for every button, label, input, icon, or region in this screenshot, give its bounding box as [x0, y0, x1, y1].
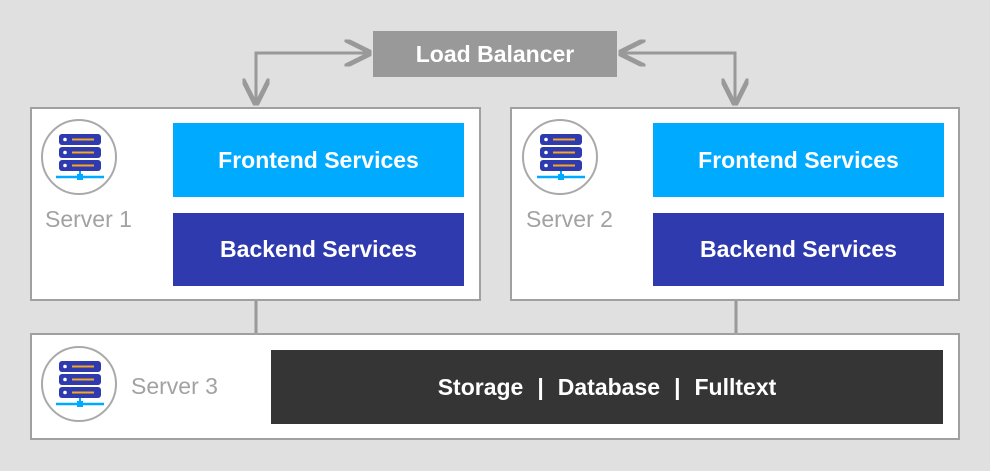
- server-3-storage-bar: Storage | Database | Fulltext: [271, 350, 943, 424]
- load-balancer: Load Balancer: [373, 31, 617, 77]
- fulltext-label: Fulltext: [694, 373, 777, 400]
- server-rack-icon: [522, 119, 598, 195]
- lb-to-server2-arrow: [621, 53, 735, 103]
- server-2-backend-services: Backend Services: [653, 213, 944, 286]
- separator: |: [674, 373, 681, 400]
- server-1-frontend-services: Frontend Services: [173, 123, 464, 197]
- server-2-frontend-services: Frontend Services: [653, 123, 944, 197]
- separator: |: [537, 373, 544, 400]
- storage-label: Storage: [437, 373, 524, 400]
- lb-to-server1-arrow: [256, 53, 369, 103]
- server-rack-icon: [41, 346, 117, 422]
- server-1-backend-services: Backend Services: [173, 213, 464, 286]
- database-label: Database: [557, 373, 661, 400]
- server-3-label: Server 3: [131, 373, 218, 399]
- load-balancer-label: Load Balancer: [415, 40, 575, 67]
- server-rack-icon: [41, 119, 117, 195]
- server-1-label: Server 1: [45, 206, 132, 232]
- server-2-label: Server 2: [526, 206, 613, 232]
